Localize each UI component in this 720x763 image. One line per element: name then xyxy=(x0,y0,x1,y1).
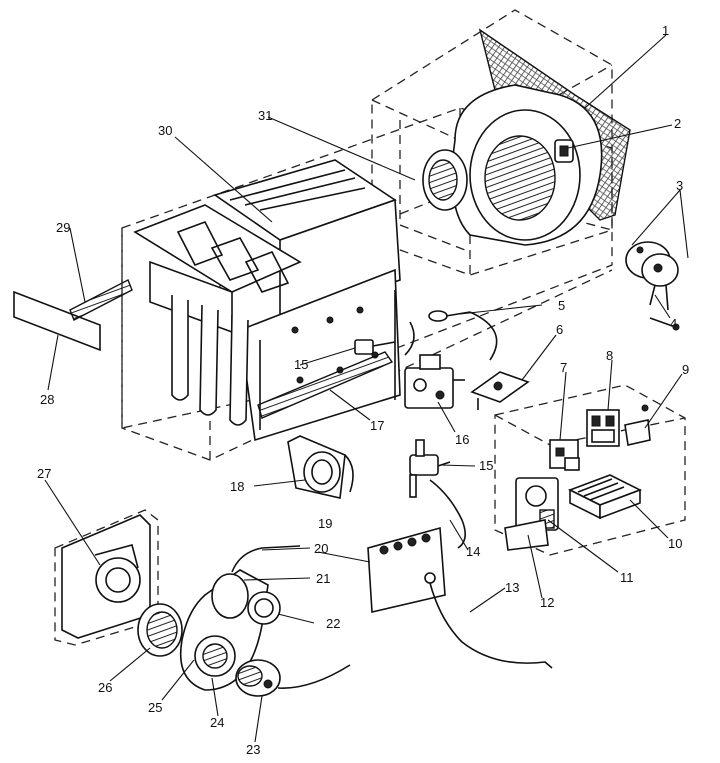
burner-manifold xyxy=(257,351,394,419)
pilot-igniter xyxy=(409,439,451,498)
callout-5: 5 xyxy=(558,298,565,313)
air-grille xyxy=(69,279,133,321)
callout-24: 24 xyxy=(210,715,224,730)
callout-17: 17 xyxy=(370,418,384,433)
inducer-housing-plate xyxy=(54,509,159,646)
blower-wheel xyxy=(422,84,603,246)
leader-lines xyxy=(44,34,689,743)
inducer-motor xyxy=(235,659,351,697)
inducer-gasket xyxy=(247,591,281,625)
fan-control xyxy=(515,477,559,531)
callout-8: 8 xyxy=(606,348,613,363)
callout-10: 10 xyxy=(668,536,682,551)
heat-exchanger-tubes xyxy=(171,295,249,426)
limit-switch xyxy=(470,371,530,410)
callout-13: 13 xyxy=(505,580,519,595)
callout-15-lower: 15 xyxy=(479,458,493,473)
callout-4: 4 xyxy=(670,316,677,331)
callout-18: 18 xyxy=(230,479,244,494)
inducer-blower-housing xyxy=(179,569,269,691)
callout-labels: 1 2 3 4 5 6 7 8 9 10 11 12 13 14 15 16 1… xyxy=(37,23,689,757)
callout-26: 26 xyxy=(98,680,112,695)
callout-12: 12 xyxy=(540,595,554,610)
callout-21: 21 xyxy=(316,571,330,586)
inducer-wire xyxy=(231,545,301,573)
callout-14: 14 xyxy=(466,544,480,559)
blower-motor-mount xyxy=(554,139,574,163)
callout-31: 31 xyxy=(258,108,272,123)
gas-valve xyxy=(404,354,465,409)
callout-25: 25 xyxy=(148,700,162,715)
callout-19: 19 xyxy=(318,516,332,531)
igniter-upper xyxy=(354,339,396,355)
callout-22: 22 xyxy=(326,616,340,631)
callout-30: 30 xyxy=(158,123,172,138)
callout-28: 28 xyxy=(40,392,54,407)
callout-1: 1 xyxy=(662,23,669,38)
callout-3: 3 xyxy=(676,178,683,193)
contactor xyxy=(586,409,620,447)
callout-27: 27 xyxy=(37,466,51,481)
gas-fitting xyxy=(404,310,498,361)
pressure-switch xyxy=(287,435,354,499)
callout-11: 11 xyxy=(620,570,634,585)
capacitor-bracket-assembly xyxy=(625,241,680,331)
terminal-clip xyxy=(624,404,651,446)
mounting-plate xyxy=(504,519,549,551)
relay xyxy=(549,439,580,471)
callout-6: 6 xyxy=(556,322,563,337)
callout-9: 9 xyxy=(682,362,689,377)
callout-16: 16 xyxy=(455,432,469,447)
ignition-control-board xyxy=(367,526,446,613)
callout-20: 20 xyxy=(314,541,328,556)
inducer-wheel xyxy=(137,603,183,657)
callout-15-upper: 15 xyxy=(294,357,308,372)
callout-2: 2 xyxy=(674,116,681,131)
callout-7: 7 xyxy=(560,360,567,375)
transformer xyxy=(568,474,642,520)
wire-harness xyxy=(429,582,553,669)
callout-29: 29 xyxy=(56,220,70,235)
callout-23: 23 xyxy=(246,742,260,757)
